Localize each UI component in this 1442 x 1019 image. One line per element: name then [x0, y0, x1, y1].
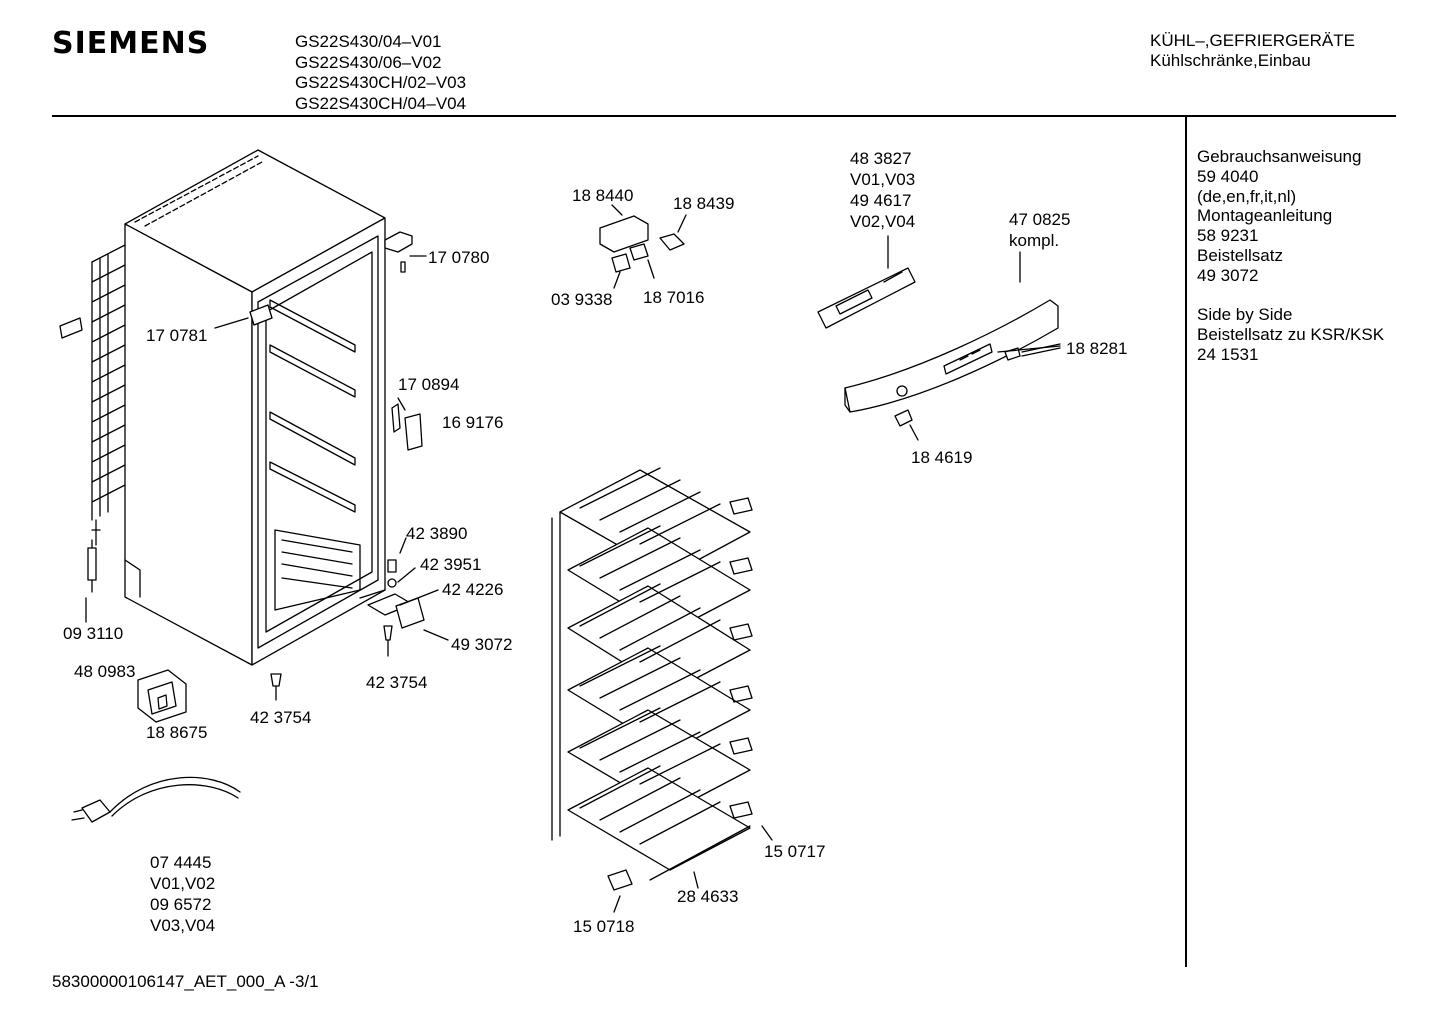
category-line: KÜHL–,GEFRIERGERÄTE: [1150, 31, 1355, 50]
model-line: GS22S430CH/02–V03: [295, 73, 467, 92]
condenser-coil: [91, 244, 126, 546]
part-label: 42 3951: [420, 555, 482, 574]
part-label: 09 6572: [150, 895, 212, 914]
part-label: 17 0894: [398, 375, 460, 394]
model-line: GS22S430/04–V01: [295, 32, 442, 51]
part-label: 28 4633: [677, 887, 739, 906]
part-label: 17 0781: [146, 326, 208, 345]
shelf-rails: [269, 299, 361, 611]
lower-hinge: [367, 537, 449, 657]
part-label: kompl.: [1009, 231, 1060, 250]
part-label: 16 9176: [442, 413, 504, 432]
shelf-rack: [551, 467, 773, 913]
part-label: V02,V04: [850, 212, 916, 231]
hinge-inner: [249, 304, 273, 326]
part-label: 03 9338: [551, 290, 613, 309]
part-label: 47 0825: [1009, 210, 1071, 229]
note-line: 49 3072: [1197, 265, 1259, 285]
part-label: 18 8440: [572, 186, 634, 205]
part-label: 07 4445: [150, 853, 212, 872]
lamp-holder: [599, 204, 687, 289]
part-label: V03,V04: [150, 916, 216, 935]
control-panel: [844, 251, 1061, 441]
note-line: Side by Side: [1197, 305, 1293, 325]
part-label: V01,V03: [850, 170, 916, 189]
model-line: GS22S430CH/04–V04: [295, 93, 467, 113]
note-line: 24 1531: [1197, 344, 1259, 364]
part-label: V01,V02: [150, 874, 216, 893]
part-label: 15 0717: [764, 842, 826, 861]
connector-block: [137, 669, 187, 723]
part-label: 18 4619: [911, 448, 973, 467]
part-label: 42 4226: [442, 580, 504, 599]
part-label-group: 07 4445 V01,V02 09 6572 V03,V04: [150, 852, 215, 936]
screw-icon: [270, 673, 282, 701]
part-label: 18 8675: [146, 723, 208, 742]
note-line: 58 9231: [1197, 226, 1259, 246]
part-label-group: 48 3827 V01,V03 49 4617 V02,V04: [850, 148, 915, 232]
model-list: GS22S430/04–V01 GS22S430/06–V02 GS22S430…: [295, 32, 466, 114]
part-label: 49 4617: [850, 191, 912, 210]
bracket-icon: [59, 317, 83, 339]
note-line: Gebrauchsanweisung: [1197, 147, 1362, 166]
note-line: (de,en,fr,it,nl): [1197, 186, 1297, 206]
sidebar-divider: [1185, 117, 1187, 967]
note-line: Beistellsatz: [1197, 245, 1283, 265]
note-line: 59 4040: [1197, 166, 1259, 186]
part-label: 48 0983: [74, 662, 136, 681]
part-label: 09 3110: [63, 624, 124, 643]
part-label: 17 0780: [428, 248, 490, 267]
part-label: 18 7016: [643, 288, 705, 307]
note-line: Montageanleitung: [1197, 206, 1333, 226]
part-label: 15 0718: [573, 917, 635, 936]
header-divider: [52, 115, 1396, 117]
part-label: 42 3754: [250, 708, 312, 727]
part-label: 42 3754: [366, 673, 428, 692]
category-line: Kühlschränke,Einbau: [1150, 50, 1311, 70]
door-stop: [391, 397, 423, 451]
part-label-group: 47 0825 kompl.: [1009, 209, 1070, 251]
part-label: 42 3890: [406, 524, 468, 543]
notes-panel: Gebrauchsanweisung 59 4040 (de,en,fr,it,…: [1197, 147, 1384, 365]
control-board: [817, 235, 916, 329]
sensor-tube: [85, 539, 97, 623]
category-title: KÜHL–,GEFRIERGERÄTE Kühlschränke,Einbau: [1150, 31, 1355, 70]
leader-line: [997, 345, 1061, 353]
part-label: 48 3827: [850, 149, 912, 168]
power-cord: [71, 776, 241, 823]
part-label: 49 3072: [451, 635, 513, 654]
cabinet-body: [124, 149, 386, 666]
document-footer: 58300000106147_AET_000_A -3/1: [52, 972, 319, 991]
part-label: 18 8281: [1066, 339, 1128, 358]
model-line: GS22S430/06–V02: [295, 52, 442, 72]
part-label: 18 8439: [673, 194, 735, 213]
hinge-top: [384, 231, 427, 273]
brand-logo: SIEMENS: [52, 26, 210, 61]
note-line: Beistellsatz zu KSR/KSK: [1197, 325, 1385, 345]
